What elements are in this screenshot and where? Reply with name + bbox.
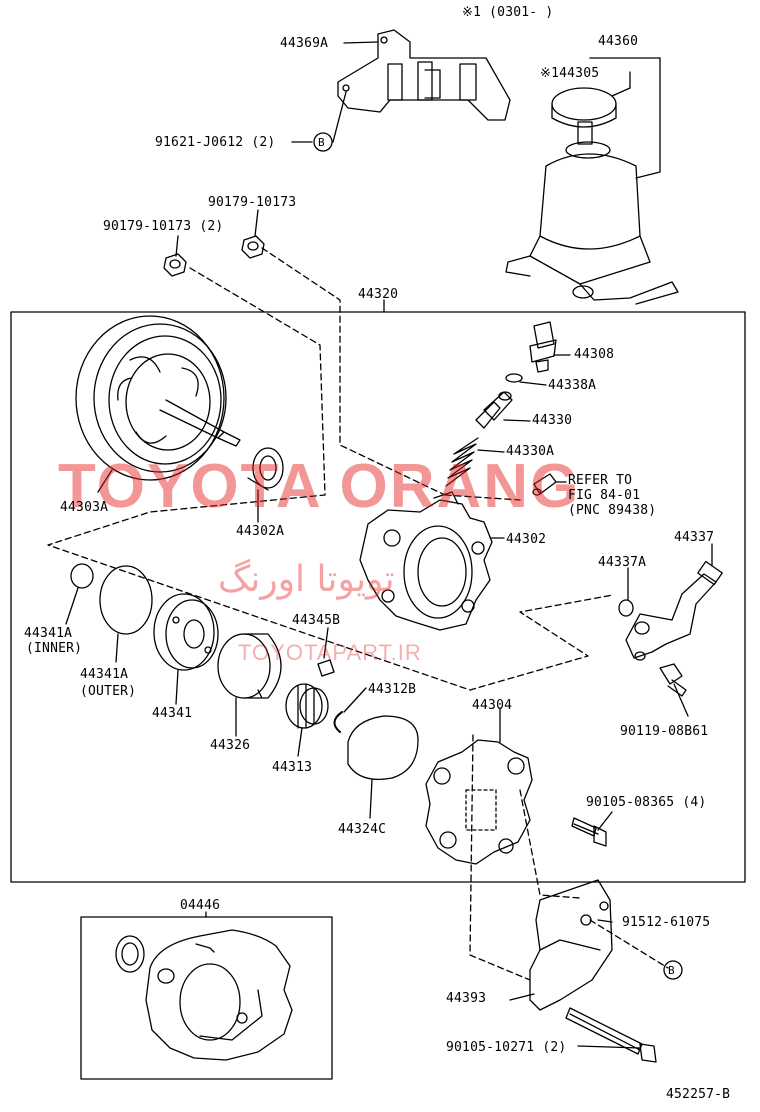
connector-44308 [529, 321, 557, 373]
oring-inner [70, 563, 94, 589]
callout-44302a: 44302A [236, 524, 285, 539]
header-note: ※1 (0301- ) [462, 5, 554, 20]
callout-90179-right: 90179-10173 [208, 195, 297, 210]
gasket-44324c [347, 715, 419, 781]
callout-90105-08365: 90105-08365 (4) [586, 795, 707, 810]
callout-44330a: 44330A [506, 444, 555, 459]
callout-44302: 44302 [506, 532, 547, 547]
refer-line-3: (PNC 89438) [568, 503, 657, 518]
callout-44326: 44326 [210, 738, 251, 753]
callout-44320: 44320 [358, 287, 399, 302]
callout-44303a: 44303A [60, 500, 109, 515]
dashed-guides [47, 247, 669, 981]
callout-04446: 04446 [180, 898, 221, 913]
clip-b-lower-circle [663, 960, 683, 980]
vane-44345b [317, 659, 335, 677]
reservoir-44360 [505, 87, 679, 305]
bolt-90119 [659, 663, 687, 697]
callout-91621: 91621-J0612 (2) [155, 135, 276, 150]
callout-44369a: 44369A [280, 36, 329, 51]
watermark-persian: تویوتا اورنگ [218, 559, 395, 600]
cover-44304 [425, 739, 533, 865]
refer-line-1: REFER TO [568, 473, 633, 488]
kit-04446-parts [115, 929, 293, 1061]
spring-44330a [445, 437, 479, 487]
cam-ring-44326 [217, 633, 282, 699]
callout-44324c: 44324C [338, 822, 387, 837]
callout-clip-b-lower: B [668, 964, 675, 977]
rotor-44313 [285, 683, 329, 729]
callout-44341a-outer: 44341A [80, 667, 129, 682]
pipe-44337 [625, 560, 723, 661]
callout-44393: 44393 [446, 991, 487, 1006]
callout-44305: ※144305 [540, 66, 600, 81]
oring-outer [99, 565, 153, 635]
bolt-90105-08365 [571, 817, 607, 847]
callout-44337a: 44337A [598, 555, 647, 570]
callout-44341a-inner: 44341A [24, 626, 73, 641]
callout-90119: 90119-08B61 [620, 724, 709, 739]
clip-b-upper-circle [313, 132, 333, 152]
pulley-44303a [75, 315, 241, 481]
callout-44360: 44360 [598, 34, 639, 49]
kit-frame [80, 916, 333, 1080]
callout-clip-b-upper: B [318, 136, 325, 149]
seal-44302a [252, 447, 284, 489]
pump-assembly-frame [10, 311, 746, 883]
callout-44312b: 44312B [368, 682, 417, 697]
callout-44313: 44313 [272, 760, 313, 775]
plate-44341 [153, 593, 219, 671]
callout-44341: 44341 [152, 706, 193, 721]
figure-id: 452257-B [666, 1087, 731, 1102]
callout-91512: 91512-61075 [622, 915, 711, 930]
callout-inner-text: (INNER) [26, 641, 83, 656]
leader-lines [65, 41, 713, 1049]
housing-44302 [359, 491, 493, 631]
watermark-brand: TOYOTA ORANG [58, 452, 581, 521]
callout-44338a: 44338A [548, 378, 597, 393]
callout-44337: 44337 [674, 530, 715, 545]
callout-90105-10271: 90105-10271 (2) [446, 1040, 567, 1055]
callout-44330: 44330 [532, 413, 573, 428]
bolt-90105-10271 [565, 1007, 657, 1063]
bracket-44393 [529, 879, 613, 1011]
snapring-44312b [333, 711, 343, 733]
callout-90179-left: 90179-10173 (2) [103, 219, 224, 234]
callout-44308: 44308 [574, 347, 615, 362]
refer-line-2: FIG 84-01 [568, 488, 641, 503]
oring-44338a [505, 373, 523, 383]
nuts-90179 [163, 235, 265, 277]
oring-44337a [618, 599, 634, 617]
watermark-site: TOYOTAPART.IR [238, 640, 422, 665]
bracket-44369a [337, 29, 511, 121]
callout-outer-text: (OUTER) [80, 684, 137, 699]
valve-44330 [475, 391, 513, 429]
callout-44304: 44304 [472, 698, 513, 713]
callout-44345b: 44345B [292, 613, 341, 628]
